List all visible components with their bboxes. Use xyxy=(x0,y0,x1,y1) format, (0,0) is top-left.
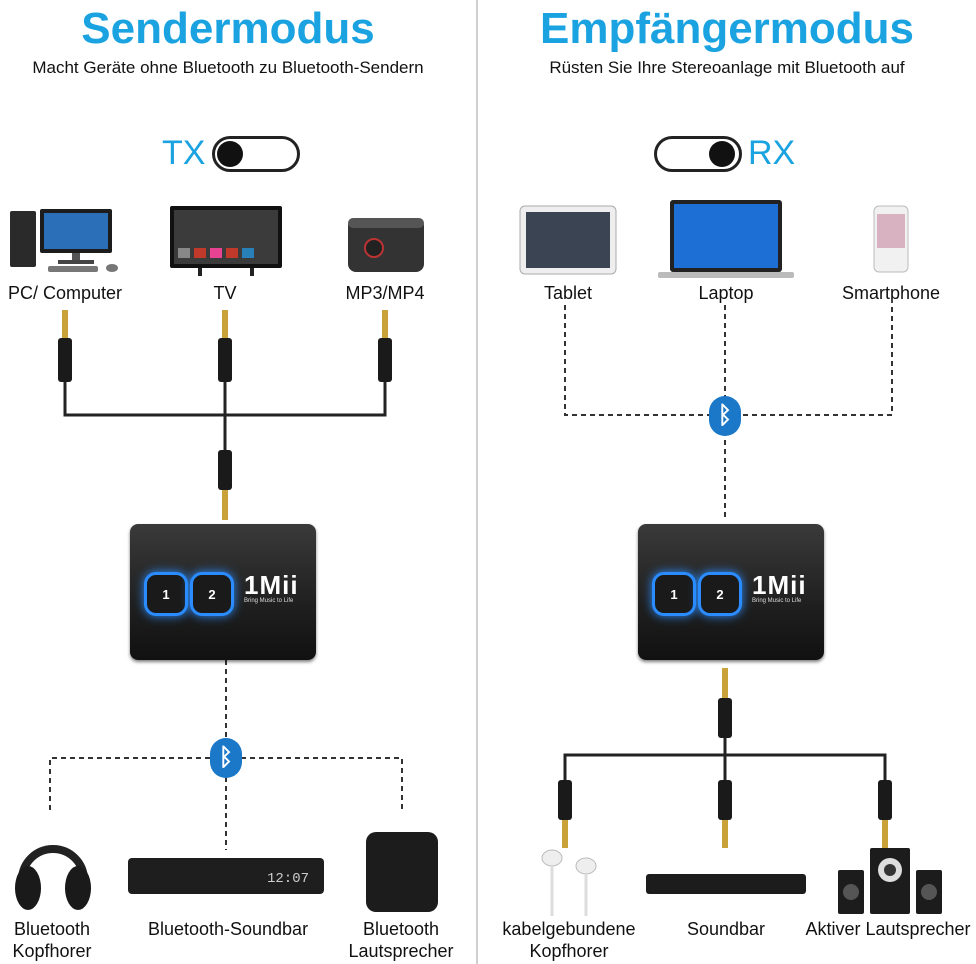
toggle-knob xyxy=(709,141,735,167)
smartphone-icon xyxy=(873,205,909,273)
pc-computer-icon xyxy=(10,209,118,272)
mp3-player-icon xyxy=(348,218,424,272)
center-divider xyxy=(476,0,478,964)
source-label-tablet: Tablet xyxy=(543,283,593,303)
label-line: Bluetooth xyxy=(362,919,440,939)
soundbar-icon: 12:07 xyxy=(128,858,324,894)
headphone-button-1[interactable]: 1 xyxy=(144,572,188,616)
headphone-button-1[interactable]: 1 xyxy=(652,572,696,616)
label-line: Kopfhorer xyxy=(12,941,92,961)
transmitter-device-left: 1 2 1Mii Bring Music to Life xyxy=(130,524,316,660)
brand-slogan: Bring Music to Life xyxy=(244,598,294,604)
label-line: Lautsprecher xyxy=(348,941,454,961)
source-label-mp3: MP3/MP4 xyxy=(345,283,425,303)
bluetooth-speaker-icon xyxy=(366,832,438,912)
tablet-icon xyxy=(519,205,617,275)
soundbar-right-icon xyxy=(646,874,806,894)
label-line: Kopfhorer xyxy=(529,941,609,961)
bluetooth-icon: ᛒ xyxy=(709,396,741,436)
target-label-soundbar-right: Soundbar xyxy=(676,918,776,940)
right-subtitle: Rüsten Sie Ihre Stereoanlage mit Bluetoo… xyxy=(549,58,905,77)
target-label-earphones: kabelgebundene Kopfhorer xyxy=(498,918,640,962)
soundbar-display: 12:07 xyxy=(267,871,309,887)
rx-toggle[interactable] xyxy=(654,136,742,172)
brand-logo: 1Mii xyxy=(244,570,299,600)
right-title: Empfängermodus xyxy=(539,4,915,53)
target-label-speaker: Bluetooth Lautsprecher xyxy=(340,918,462,962)
target-label-headphones: Bluetooth Kopfhorer xyxy=(0,918,104,962)
label-line: Bluetooth-Soundbar xyxy=(147,919,309,939)
headphone-button-2[interactable]: 2 xyxy=(698,572,742,616)
brand-logo: 1Mii xyxy=(752,570,807,600)
tx-label: TX xyxy=(162,134,206,172)
label-line: Soundbar xyxy=(686,919,766,939)
target-label-soundbar: Bluetooth-Soundbar xyxy=(130,918,326,940)
rx-label: RX xyxy=(748,134,796,172)
wired-earphones-icon xyxy=(541,849,597,916)
tv-icon xyxy=(170,206,282,276)
label-line: Aktiver Lautsprecher xyxy=(805,919,971,939)
bluetooth-headphones-icon xyxy=(15,845,91,910)
target-label-active-speaker: Aktiver Lautsprecher xyxy=(800,918,976,940)
left-title: Sendermodus xyxy=(81,4,375,53)
source-label-smartphone: Smartphone xyxy=(841,283,941,303)
label-line: kabelgebundene xyxy=(502,919,636,939)
tx-toggle[interactable] xyxy=(212,136,300,172)
transmitter-device-right: 1 2 1Mii Bring Music to Life xyxy=(638,524,824,660)
jack-plugs xyxy=(58,310,892,848)
source-label-tv: TV xyxy=(213,283,237,303)
brand-slogan: Bring Music to Life xyxy=(752,598,802,604)
label-line: Bluetooth xyxy=(13,919,91,939)
bluetooth-icon: ᛒ xyxy=(210,738,242,778)
active-speaker-icon xyxy=(838,848,942,914)
source-label-pc: PC/ Computer xyxy=(7,283,123,303)
headphone-button-2[interactable]: 2 xyxy=(190,572,234,616)
laptop-icon xyxy=(658,200,794,278)
source-label-laptop: Laptop xyxy=(698,283,754,303)
left-subtitle: Macht Geräte ohne Bluetooth zu Bluetooth… xyxy=(32,58,424,77)
toggle-knob xyxy=(217,141,243,167)
